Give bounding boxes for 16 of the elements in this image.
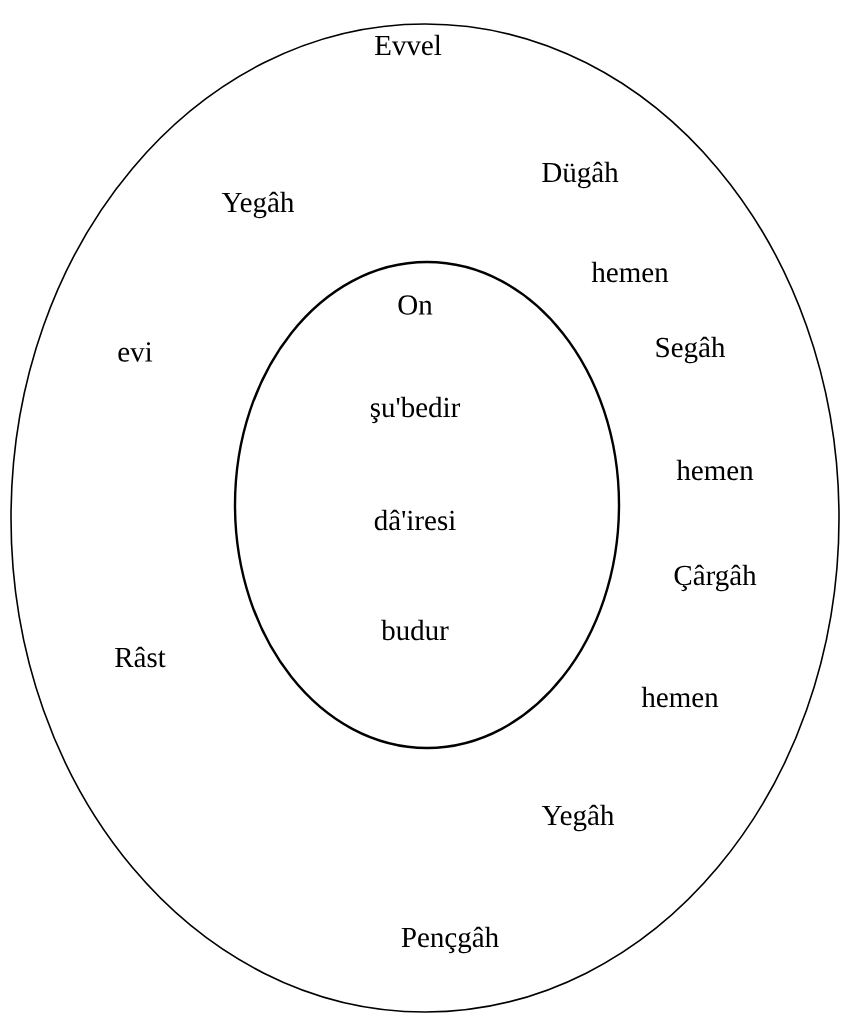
ring-word: şu'bedir (370, 396, 461, 424)
ring-word: hemen (591, 261, 669, 283)
ring-word: hemen (641, 686, 719, 708)
ring-word: Segâh (656, 336, 726, 364)
ring-word: Çârgâh (674, 564, 757, 592)
ring-word: evi (118, 342, 153, 362)
ring-word: Yegâh (541, 804, 614, 832)
ring-word: Pençgâh (401, 926, 499, 954)
ring-word: budur (381, 619, 449, 641)
ring-word: hemen (676, 459, 754, 481)
ring-word: Dügâh (542, 161, 619, 189)
ring-word: Râst (115, 646, 166, 668)
ring-word: dâ'iresi (374, 509, 456, 531)
ring-word: On (398, 295, 433, 315)
ring-word: Evvel (375, 34, 442, 56)
ring-word: Yegâh (221, 191, 294, 219)
